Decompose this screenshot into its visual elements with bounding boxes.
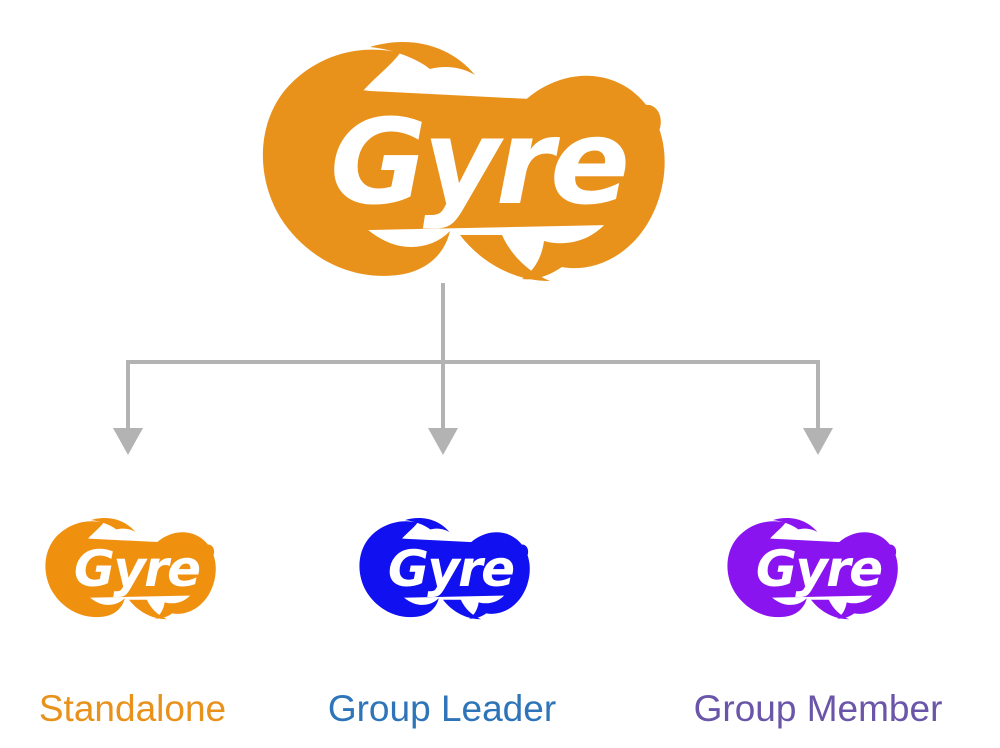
arrowhead-leader — [428, 428, 458, 455]
gyre-logo-group-member — [720, 515, 902, 621]
gyre-logo-group-leader — [352, 515, 534, 621]
gyre-logo-icon — [38, 515, 220, 621]
gyre-logo-main — [250, 35, 670, 285]
arrowhead-standalone — [113, 428, 143, 455]
connector-group — [126, 283, 820, 432]
label-standalone: Standalone — [38, 688, 227, 729]
gyre-logo-icon — [250, 35, 670, 285]
label-group-leader: Group Leader — [327, 688, 557, 729]
label-group-member: Group Member — [693, 688, 943, 729]
gyre-logo-icon — [352, 515, 534, 621]
gyre-logo-icon — [720, 515, 902, 621]
arrowhead-member — [803, 428, 833, 455]
gyre-logo-standalone — [38, 515, 220, 621]
